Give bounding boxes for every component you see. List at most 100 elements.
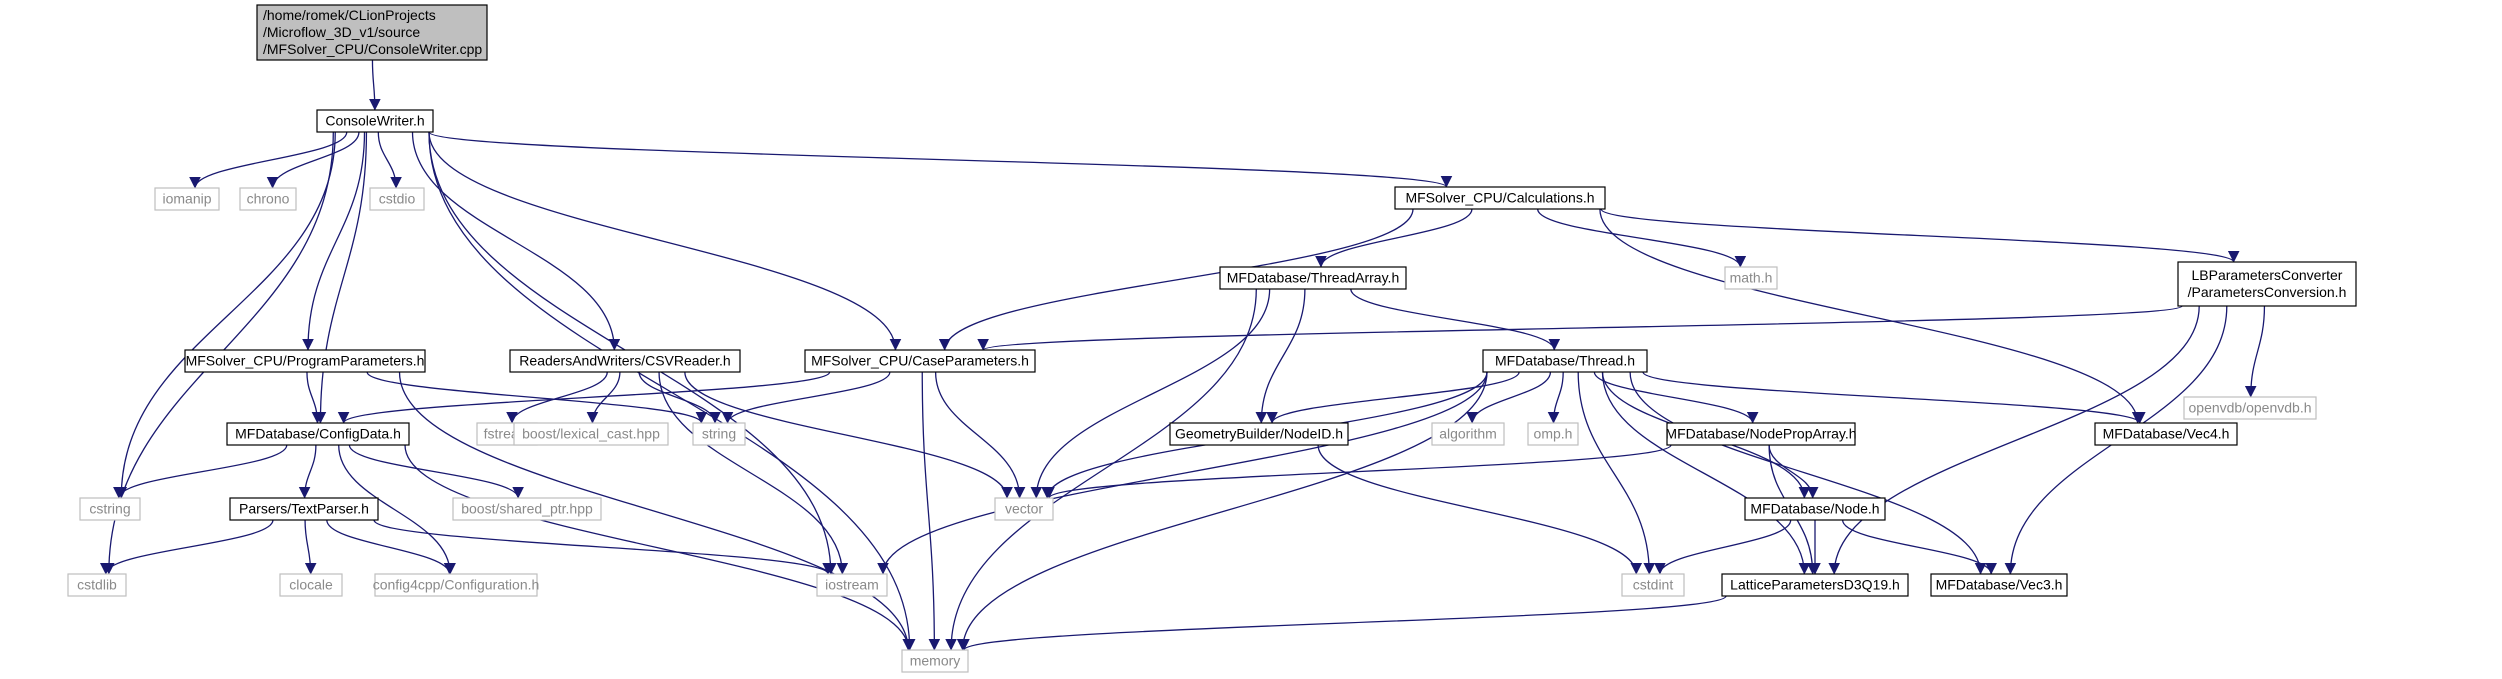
edge-consolewriter-to-chrono xyxy=(266,131,360,189)
edge-csvreader-to-string xyxy=(638,371,721,424)
node-box xyxy=(1721,573,1909,597)
edge-csvreader-to-iostream xyxy=(658,371,849,575)
node-lexicalcast: boost/lexical_cast.hpp xyxy=(513,422,669,446)
node-box xyxy=(79,497,141,521)
node-lbparams[interactable]: LBParametersConverter/ParametersConversi… xyxy=(2177,261,2357,307)
node-openvdb: openvdb/openvdb.h xyxy=(2183,396,2317,420)
node-clocale: clocale xyxy=(279,573,343,597)
node-label: MFDatabase/Thread.h xyxy=(1495,353,1635,369)
node-label: config4cpp/Configuration.h xyxy=(373,577,540,593)
edge-configdata-to-textparser xyxy=(298,444,317,499)
node-box xyxy=(1394,186,1606,210)
edge-nodeproparray-to-node xyxy=(1768,444,1819,499)
node-vec4[interactable]: MFDatabase/Vec4.h xyxy=(2094,422,2238,446)
node-box xyxy=(1169,422,1349,446)
edge-thread-to-vec3 xyxy=(1629,371,1987,575)
edge-textparser-to-clocale xyxy=(304,519,317,575)
edge-consolewriter-to-cstdio xyxy=(377,131,402,189)
node-box xyxy=(279,573,343,597)
node-box xyxy=(509,349,741,373)
edge-textparser-to-cstdlib xyxy=(100,519,274,575)
node-lattice[interactable]: LatticeParametersD3Q19.h xyxy=(1721,573,1909,597)
node-label: LatticeParametersD3Q19.h xyxy=(1730,577,1900,593)
node-cstdint: cstdint xyxy=(1621,573,1685,597)
edge-programparams-to-string xyxy=(366,371,708,424)
edge-caseparams-to-string xyxy=(721,371,891,424)
edge-caseparams-to-memory xyxy=(921,371,941,651)
node-label: /Microflow_3D_v1/source xyxy=(263,24,420,40)
node-vec3[interactable]: MFDatabase/Vec3.h xyxy=(1930,573,2068,597)
edge-lbparams-to-openvdb xyxy=(2244,305,2266,398)
node-label: clocale xyxy=(289,577,333,593)
edge-csvreader-to-fstream xyxy=(506,371,608,424)
edge-threadarray-to-vector xyxy=(1030,288,1271,499)
node-math: math.h xyxy=(1724,266,1778,290)
edge-consolewriter-to-cstring xyxy=(115,131,336,499)
edge-node-to-vec3 xyxy=(1841,519,1997,575)
node-iomanip: iomanip xyxy=(154,187,220,211)
node-box xyxy=(901,649,969,673)
node-textparser[interactable]: Parsers/TextParser.h xyxy=(229,497,379,521)
node-label: iomanip xyxy=(162,191,211,207)
edge-consolewriter-to-memory xyxy=(428,131,916,651)
edge-lattice-to-memory xyxy=(958,595,1727,651)
edge-node-to-cstdint xyxy=(1654,519,1792,575)
node-label: MFSolver_CPU/Calculations.h xyxy=(1405,190,1594,206)
node-box xyxy=(1666,422,1856,446)
node-label: MFDatabase/NodePropArray.h xyxy=(1665,426,1856,442)
node-nodeproparray[interactable]: MFDatabase/NodePropArray.h xyxy=(1665,422,1857,446)
node-box xyxy=(1482,349,1648,373)
node-label: boost/shared_ptr.hpp xyxy=(461,501,593,517)
edge-configdata-to-config4cpp xyxy=(338,444,456,575)
edge-thread-to-iostream xyxy=(877,371,1488,575)
node-cstring: cstring xyxy=(79,497,141,521)
node-consolewriter[interactable]: ConsoleWriter.h xyxy=(316,109,434,133)
edge-caseparams-to-configdata xyxy=(337,371,831,424)
node-label: iostream xyxy=(825,577,879,593)
node-label: ConsoleWriter.h xyxy=(325,113,424,129)
edge-geometrynodeid-to-cstdint xyxy=(1317,444,1643,575)
edge-textparser-to-config4cpp xyxy=(326,519,456,575)
edge-consolewriter-to-programparams xyxy=(302,131,366,351)
edge-calculations-to-lbparams xyxy=(1600,208,2240,263)
node-box xyxy=(2177,261,2357,307)
node-label: /home/romek/CLionProjects xyxy=(263,7,436,23)
node-csvreader[interactable]: ReadersAndWriters/CSVReader.h xyxy=(509,349,741,373)
node-calculations[interactable]: MFSolver_CPU/Calculations.h xyxy=(1394,186,1606,210)
node-programparams[interactable]: MFSolver_CPU/ProgramParameters.h xyxy=(184,349,426,373)
node-box xyxy=(374,573,538,597)
node-box xyxy=(1744,497,1886,521)
edge-thread-to-algorithm xyxy=(1466,371,1552,424)
node-vector: vector xyxy=(994,497,1054,521)
node-box xyxy=(1724,266,1778,290)
dependency-edges xyxy=(100,59,2266,651)
edge-configdata-to-memory xyxy=(404,444,915,651)
node-box xyxy=(226,422,410,446)
node-box xyxy=(184,349,426,373)
edge-thread-to-lattice xyxy=(1601,371,1811,575)
edge-consolewriter-to-csvreader xyxy=(411,131,621,351)
node-box xyxy=(1930,573,2068,597)
edge-calculations-to-vec4 xyxy=(1599,208,2144,424)
node-label: openvdb/openvdb.h xyxy=(2189,400,2312,416)
edge-consolewriter-to-configdata xyxy=(314,131,368,424)
node-thread[interactable]: MFDatabase/Thread.h xyxy=(1482,349,1648,373)
node-box xyxy=(67,573,127,597)
dependency-nodes: /home/romek/CLionProjects/Microflow_3D_v… xyxy=(67,4,2357,673)
node-configdata[interactable]: MFDatabase/ConfigData.h xyxy=(226,422,410,446)
node-caseparams[interactable]: MFSolver_CPU/CaseParameters.h xyxy=(804,349,1036,373)
node-label: MFDatabase/Node.h xyxy=(1750,501,1879,517)
node-node[interactable]: MFDatabase/Node.h xyxy=(1744,497,1886,521)
node-label: cstring xyxy=(89,501,130,517)
node-threadarray[interactable]: MFDatabase/ThreadArray.h xyxy=(1219,266,1407,290)
edge-thread-to-nodeproparray xyxy=(1593,371,1759,424)
node-memory: memory xyxy=(901,649,969,673)
node-label: MFSolver_CPU/CaseParameters.h xyxy=(811,353,1029,369)
node-box xyxy=(1431,422,1505,446)
edge-thread-to-memory xyxy=(956,371,1488,651)
node-box xyxy=(816,573,888,597)
node-box xyxy=(1527,422,1579,446)
node-label: math.h xyxy=(1730,270,1773,286)
node-label: omp.h xyxy=(1534,426,1573,442)
node-geometrynodeid[interactable]: GeometryBuilder/NodeID.h xyxy=(1169,422,1349,446)
